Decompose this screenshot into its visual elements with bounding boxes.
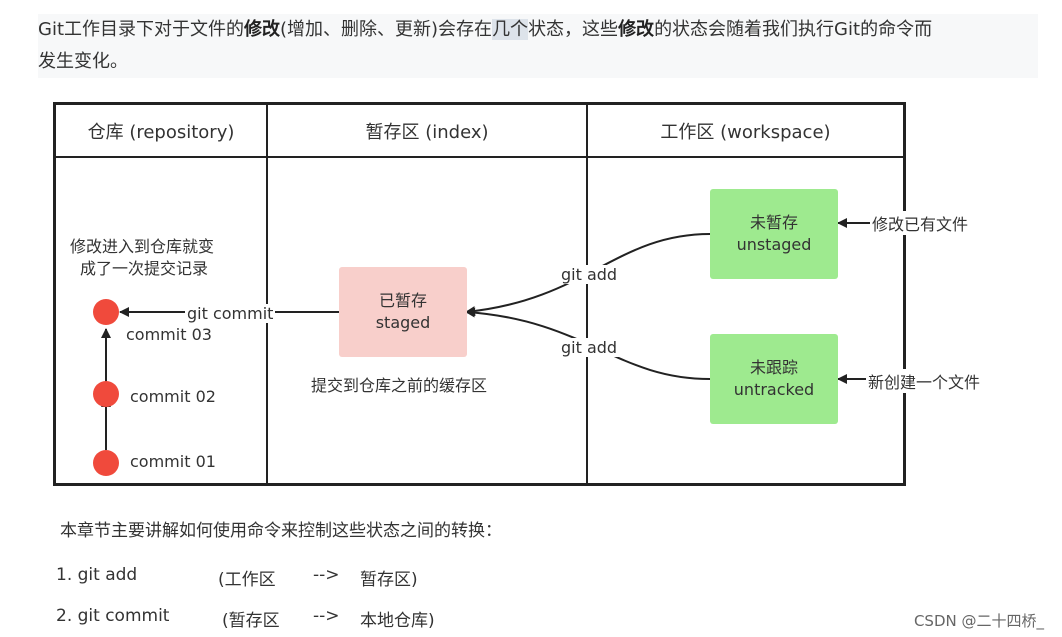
command-item-1-cmd: 1. git add bbox=[56, 565, 138, 585]
intro-line-2: 发生变化。 bbox=[38, 51, 128, 72]
create-new-label: 新创建一个文件 bbox=[866, 369, 983, 393]
repo-note-line-1: 修改进入到仓库就变 bbox=[70, 237, 215, 256]
git-add-label-1: git add bbox=[559, 265, 620, 284]
csdn-watermark: CSDN @二十四桥_ bbox=[913, 612, 1044, 630]
command-item-1-arrow: --> bbox=[313, 565, 340, 585]
intro-text-3: 状态，这些 bbox=[528, 19, 619, 40]
staged-box: 已暂存 staged bbox=[339, 267, 467, 357]
unstaged-label-cn: 未暂存 bbox=[749, 213, 798, 232]
header-divider bbox=[56, 156, 903, 158]
repo-note-line-2: 成了一次提交记录 bbox=[80, 259, 209, 278]
column-divider-2 bbox=[586, 105, 588, 483]
command-item-1-from: (工作区 bbox=[218, 570, 276, 590]
command-item-2-from: (暂存区 bbox=[222, 611, 280, 631]
intro-line-1: Git工作目录下对于文件的修改(增加、删除、更新)会存在几个状态，这些修改的状态… bbox=[38, 14, 1038, 46]
commit-label-01: commit 01 bbox=[130, 452, 216, 471]
column-header-repository: 仓库 (repository) bbox=[87, 122, 235, 143]
command-item-2-cmd: 2. git commit bbox=[56, 606, 170, 626]
staged-note: 提交到仓库之前的缓存区 bbox=[311, 376, 488, 395]
column-header-index: 暂存区 (index) bbox=[365, 122, 489, 143]
command-item-1-to: 暂存区) bbox=[360, 570, 418, 590]
unstaged-label-en: unstaged bbox=[736, 235, 812, 254]
arrow-layer bbox=[101, 218, 903, 450]
git-commit-label: git commit bbox=[185, 304, 276, 323]
git-add-label-2: git add bbox=[559, 338, 620, 357]
intro-paragraph: Git工作目录下对于文件的修改(增加、删除、更新)会存在几个状态，这些修改的状态… bbox=[38, 14, 1038, 78]
command-item-2-to: 本地仓库) bbox=[360, 611, 435, 631]
intro-bold-2: 修改 bbox=[618, 19, 655, 40]
intro-text-4: 的状态会随着我们执行Git的命令而 bbox=[654, 19, 933, 40]
commit-node-01 bbox=[93, 450, 119, 476]
unstaged-box: 未暂存 unstaged bbox=[710, 189, 838, 279]
untracked-label-en: untracked bbox=[733, 380, 815, 399]
column-divider-1 bbox=[266, 105, 268, 483]
commit-node-03 bbox=[93, 299, 119, 325]
intro-highlight: 几个 bbox=[492, 19, 529, 40]
commit-label-02: commit 02 bbox=[130, 387, 216, 406]
staged-label-en: staged bbox=[375, 313, 431, 332]
column-header-workspace: 工作区 (workspace) bbox=[660, 122, 831, 143]
git-state-diagram: 仓库 (repository) 暂存区 (index) 工作区 (workspa… bbox=[53, 102, 906, 486]
intro-text-1: Git工作目录下对于文件的 bbox=[38, 19, 245, 40]
staged-label-cn: 已暂存 bbox=[378, 291, 427, 310]
modify-existing-label: 修改已有文件 bbox=[870, 211, 971, 235]
commit-label-03: commit 03 bbox=[126, 325, 212, 344]
commit-node-02 bbox=[93, 381, 119, 407]
untracked-label-cn: 未跟踪 bbox=[749, 358, 798, 377]
intro-text-2: (增加、删除、更新)会存在 bbox=[280, 19, 493, 40]
section-heading: 本章节主要讲解如何使用命令来控制这些状态之间的转换： bbox=[60, 521, 502, 541]
untracked-box: 未跟踪 untracked bbox=[710, 334, 838, 424]
intro-bold-1: 修改 bbox=[244, 19, 281, 40]
command-item-2-arrow: --> bbox=[313, 606, 340, 626]
